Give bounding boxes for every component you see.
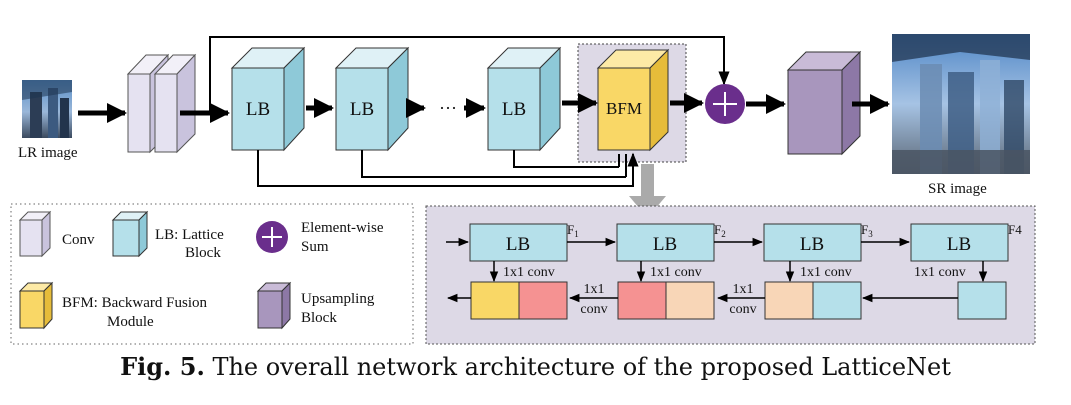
detail-fuse-label-2-line1: 1x1 xyxy=(733,282,754,297)
lb-block-n-label: LB xyxy=(502,99,526,120)
legend-bfm-icon xyxy=(18,281,54,330)
figure-caption-text: The overall network architecture of the … xyxy=(212,353,951,381)
detail-lb-3-label: LB xyxy=(800,234,824,255)
detail-conv-label-2: 1x1 conv xyxy=(650,265,702,280)
feedback-lbn-to-bfm xyxy=(513,150,619,168)
lb-block-1: LB xyxy=(230,46,306,152)
detail-concat-1 xyxy=(470,281,568,320)
detail-concat-3 xyxy=(764,281,862,320)
lb-block-1-label: LB xyxy=(246,99,270,120)
legend-upsample-label-line1: Upsampling xyxy=(301,291,375,307)
global-skip-connection xyxy=(209,36,730,113)
detail-lb-1-label: LB xyxy=(506,234,530,255)
legend-upsample-label-line2: Block xyxy=(301,310,337,326)
detail-fuse-label-3-line2: conv xyxy=(580,302,607,317)
figure-caption: Fig. 5. The overall network architecture… xyxy=(0,352,1071,381)
feedback-lb2-to-bfm xyxy=(361,150,626,178)
detail-f4-label: F4 xyxy=(1008,222,1022,237)
legend-sum-label-line2: Sum xyxy=(301,239,329,255)
legend-lb-label-line2: Block xyxy=(185,245,221,261)
conv-block-2 xyxy=(153,53,197,154)
detail-f3-label: F3 xyxy=(861,222,873,239)
detail-lb-3: LB xyxy=(763,223,862,262)
legend-upsample-icon xyxy=(256,281,292,330)
detail-conv-label-1: 1x1 conv xyxy=(503,265,555,280)
detail-concat-2 xyxy=(617,281,715,320)
detail-lb-1: LB xyxy=(469,223,568,262)
legend-conv-label: Conv xyxy=(62,232,95,248)
ellipsis-dots: ··· xyxy=(439,98,457,118)
lb-block-n: LB xyxy=(486,46,562,152)
lr-image xyxy=(22,80,72,138)
detail-lb-4-label: LB xyxy=(947,234,971,255)
detail-conv-label-3: 1x1 conv xyxy=(800,265,852,280)
legend-bfm-label-line2: Module xyxy=(107,314,154,330)
upsampling-block xyxy=(786,50,862,156)
legend-bfm-label-line1: BFM: Backward Fusion xyxy=(62,295,208,311)
lb-block-2: LB xyxy=(334,46,410,152)
sr-image xyxy=(892,34,1030,174)
sr-image-label: SR image xyxy=(928,181,987,197)
element-wise-sum xyxy=(705,84,745,124)
legend-box xyxy=(10,203,414,345)
network-diagram: LR image LB LB ··· LB xyxy=(10,34,1036,345)
figure-caption-label: Fig. 5. xyxy=(120,352,205,381)
legend-conv-icon xyxy=(18,210,52,258)
lb-block-2-label: LB xyxy=(350,99,374,120)
legend-sum-label-line1: Element-wise xyxy=(301,220,384,236)
detail-fuse-label-3-line1: 1x1 xyxy=(584,282,605,297)
legend-lb-icon xyxy=(111,210,149,258)
legend-lb-label-line1: LB: Lattice xyxy=(155,227,224,243)
bfm-block: BFM xyxy=(596,48,670,152)
detail-f1-label: F1 xyxy=(567,222,579,239)
detail-feature-f4 xyxy=(957,281,1007,320)
feedback-lb1-to-bfm xyxy=(257,150,639,187)
bfm-block-label: BFM xyxy=(606,99,642,118)
detail-fuse-label-2-line2: conv xyxy=(729,302,756,317)
detail-conv-label-4: 1x1 conv xyxy=(914,265,966,280)
detail-f2-label: F2 xyxy=(714,222,726,239)
detail-lb-4: LB xyxy=(910,223,1009,262)
lr-image-label: LR image xyxy=(18,145,78,161)
detail-lb-2-label: LB xyxy=(653,234,677,255)
detail-lb-2: LB xyxy=(616,223,715,262)
legend-sum-icon xyxy=(256,221,288,253)
